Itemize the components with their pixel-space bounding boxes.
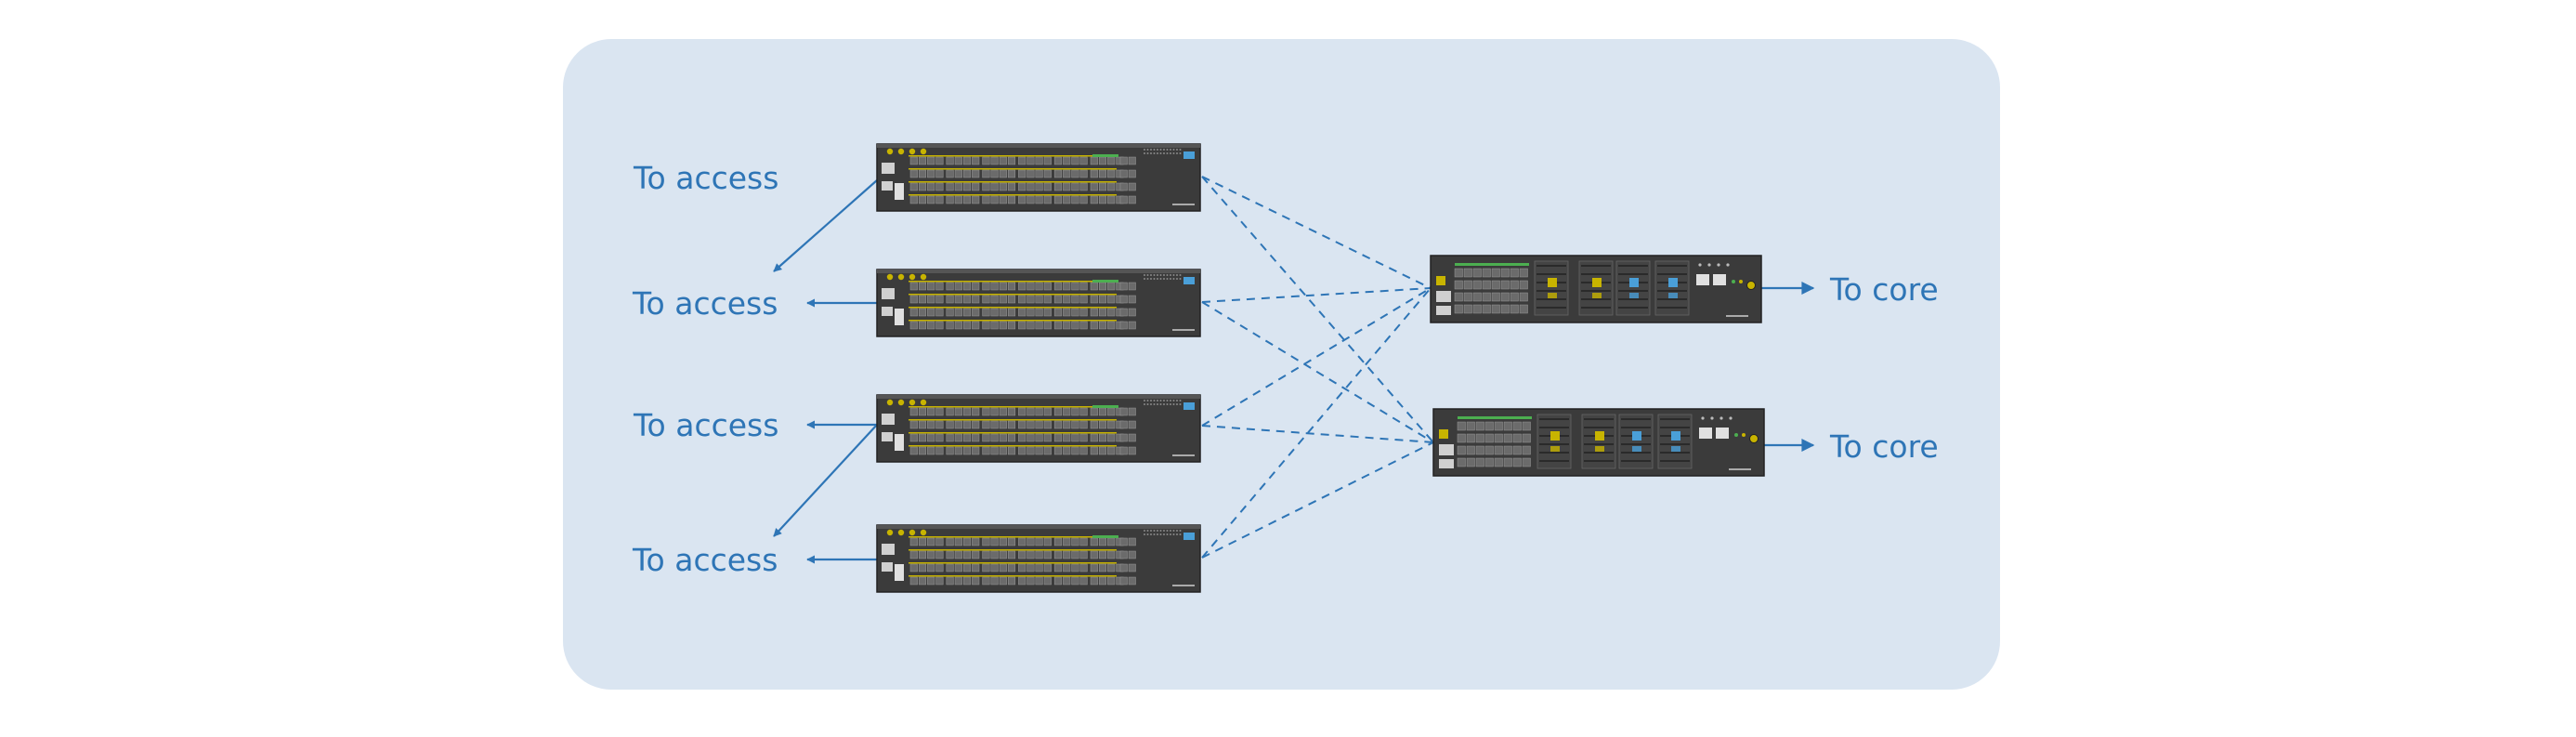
access-switch-2 — [876, 269, 1201, 337]
link-a1-c1 — [1201, 176, 1432, 289]
diagram-panel — [563, 39, 2000, 690]
core-switch-1 — [1430, 255, 1762, 323]
uplink-arrows — [773, 179, 1815, 564]
link-a2-c2 — [1201, 301, 1434, 443]
arrow-to-access-1 — [773, 179, 878, 272]
access-switch-4 — [876, 524, 1201, 593]
label-to-access-3: To access — [633, 407, 778, 443]
link-a3-c2 — [1201, 425, 1434, 443]
label-to-access-4: To access — [632, 542, 778, 578]
link-a4-c2 — [1201, 441, 1434, 559]
label-to-access-2: To access — [632, 285, 778, 322]
mesh-links — [1201, 176, 1434, 559]
arrow-to-access-4 — [773, 424, 878, 537]
access-switch-3 — [876, 394, 1201, 463]
label-to-core-1: To core — [1829, 271, 1939, 308]
label-to-access-1: To access — [633, 160, 778, 196]
access-switch-1 — [876, 143, 1201, 212]
label-to-core-2: To core — [1829, 428, 1939, 465]
core-switch-2 — [1432, 408, 1765, 477]
